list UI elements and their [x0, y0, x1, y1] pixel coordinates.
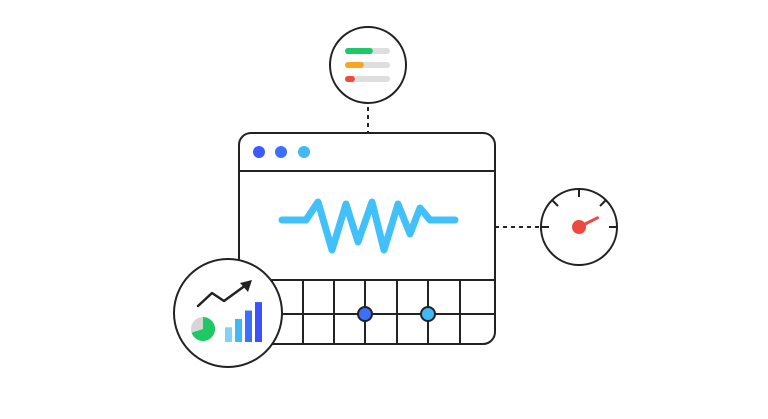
- gauge-bubble: [540, 188, 618, 266]
- trend-up-arrow-icon: [196, 283, 248, 308]
- status-bubble: [329, 26, 407, 104]
- progress-fill-orange: [345, 62, 364, 68]
- bar-3: [245, 310, 252, 342]
- window-dot-3: [298, 146, 310, 158]
- analytics-chart-icon: [191, 280, 262, 342]
- bar-2: [235, 318, 242, 342]
- bar-chart-icon: [225, 302, 262, 342]
- progress-fill-green: [345, 48, 373, 54]
- trend-arrowhead: [240, 280, 252, 292]
- gauge-tick-upper-right: [599, 199, 607, 207]
- speedometer-gauge-icon: [541, 189, 617, 234]
- window-dot-1: [253, 146, 265, 158]
- progress-track-3: [345, 76, 390, 82]
- waveform-icon: [278, 198, 459, 254]
- gauge-hub: [572, 220, 586, 234]
- bar-4: [255, 302, 262, 342]
- window-dot-2: [275, 146, 287, 158]
- bar-1: [225, 327, 232, 342]
- analytics-bubble-circle: [173, 258, 283, 368]
- pie-slice: [191, 317, 216, 341]
- grid-point-2: [420, 306, 436, 322]
- progress-fill-red: [345, 76, 355, 82]
- grid-point-1: [357, 306, 373, 322]
- pie-chart-icon: [191, 317, 216, 341]
- analytics-bubble: [173, 258, 283, 368]
- progress-bars-icon: [345, 48, 390, 82]
- gauge-tick-upper-left: [551, 199, 559, 207]
